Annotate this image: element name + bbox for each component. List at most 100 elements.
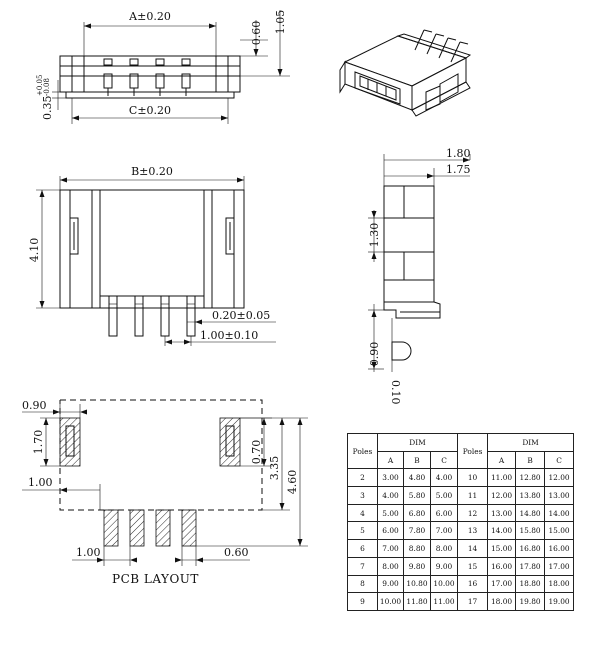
- table-header-row: Poles DIM Poles DIM: [347, 432, 575, 470]
- side-view: 1.80 1.75 1.30 0.90 0.10: [368, 147, 471, 405]
- col-a-header-2: A: [487, 450, 517, 470]
- table-cell: 8.00: [377, 556, 404, 576]
- table-cell: 7.80: [403, 521, 431, 541]
- table-cell: 10.00: [377, 592, 404, 611]
- table-cell: 6: [347, 539, 378, 558]
- table-cell: 10: [457, 468, 489, 488]
- table-cell: 12.80: [515, 468, 546, 488]
- pcb-dim-170-label: 1.70: [32, 430, 45, 455]
- dim-header-2: DIM: [487, 433, 575, 452]
- tol-plus-label: +0.05: [36, 75, 44, 96]
- table-cell: 16.80: [515, 539, 546, 558]
- dim-c-label: C±0.20: [129, 104, 171, 117]
- table-cell: 11.80: [403, 592, 431, 611]
- table-cell: 3.00: [377, 468, 404, 488]
- table-cell: 4.80: [403, 468, 431, 488]
- table-cell: 5.00: [377, 503, 404, 523]
- table-cell: 16.00: [487, 556, 517, 576]
- isometric-view: [339, 29, 472, 117]
- table-cell: 7: [347, 556, 378, 576]
- table-cell: 18.00: [544, 574, 575, 594]
- table-cell: 6.00: [377, 521, 404, 541]
- table-cell: 16: [457, 574, 489, 594]
- table-cell: 4.00: [377, 486, 404, 505]
- table-cell: 18.80: [515, 574, 546, 594]
- pcb-dim-090-label: 0.90: [22, 399, 47, 412]
- col-a-header: A: [377, 450, 404, 470]
- table-cell: 10.80: [403, 574, 431, 594]
- table-cell: 12.00: [487, 486, 517, 505]
- table-cell: 17.00: [487, 574, 517, 594]
- col-c-header: C: [429, 450, 459, 470]
- table-cell: 14.80: [515, 503, 546, 523]
- pcb-dim-460-label: 4.60: [286, 470, 299, 495]
- pcb-dim-335-label: 3.35: [268, 456, 281, 481]
- front-pins: [108, 295, 196, 337]
- table-cell: 13.00: [487, 503, 517, 523]
- table-cell: 8.00: [429, 539, 459, 558]
- table-cell: 7.00: [429, 521, 459, 541]
- table-cell: 9.00: [429, 556, 459, 576]
- table-cell: 11.00: [487, 468, 517, 488]
- pcb-layout: 0.90 1.70 1.00 1.00 0.60 0.70 3.35: [22, 399, 308, 566]
- table-cell: 15.00: [487, 539, 517, 558]
- poles-header-2: Poles: [457, 432, 489, 470]
- poles-header: Poles: [347, 432, 378, 470]
- dim-410-label: 4.10: [28, 238, 41, 263]
- table-cell: 3: [347, 486, 378, 505]
- pcb-layout-title: PCB LAYOUT: [112, 572, 199, 586]
- pcb-dim-060-label: 0.60: [224, 546, 249, 559]
- table-cell: 11.00: [429, 592, 459, 611]
- table-cell: 18.00: [487, 592, 517, 611]
- front-view: B±0.20 4.10: [28, 165, 276, 346]
- table-cell: 6.80: [403, 503, 431, 523]
- dim-180-label: 1.80: [446, 147, 471, 160]
- table-cell: 17.80: [515, 556, 546, 576]
- table-cell: 15: [457, 556, 489, 576]
- table-cell: 9: [347, 592, 378, 611]
- table-cell: 12.00: [544, 468, 575, 488]
- table-cell: 6.00: [429, 503, 459, 523]
- table-cell: 12: [457, 503, 489, 523]
- table-cell: 5.00: [429, 486, 459, 505]
- tol-minus-label: -0.08: [43, 78, 51, 96]
- dim-060-label: 0.60: [250, 21, 263, 46]
- table-cell: 10.00: [429, 574, 459, 594]
- table-cell: 14: [457, 539, 489, 558]
- table-cell: 5: [347, 521, 378, 541]
- dim-105-label: 1.05: [274, 10, 287, 35]
- pcb-dim-100-bottom-label: 1.00: [76, 546, 101, 559]
- col-b-header-2: B: [515, 450, 546, 470]
- table-cell: 14.00: [487, 521, 517, 541]
- table-cell: 14.00: [544, 503, 575, 523]
- tol-main-label: 0.35: [41, 96, 54, 121]
- table-cell: 9.80: [403, 556, 431, 576]
- table-cell: 4.00: [429, 468, 459, 488]
- dim-090-label: 0.90: [368, 342, 381, 367]
- pcb-dim-100-left-label: 1.00: [28, 476, 53, 489]
- table-cell: 17: [457, 592, 489, 611]
- dim-175-label: 1.75: [446, 163, 471, 176]
- table-cell: 19.00: [544, 592, 575, 611]
- dim-b-label: B±0.20: [131, 165, 173, 178]
- dim-header: DIM: [376, 433, 459, 452]
- table-cell: 13.00: [544, 486, 575, 505]
- table-cell: 19.80: [515, 592, 546, 611]
- table-cell: 8.80: [403, 539, 431, 558]
- table-subheader-row: A B C A B C: [348, 450, 575, 470]
- col-b-header: B: [403, 450, 431, 470]
- dim-pin-width-label: 0.20±0.05: [212, 309, 270, 322]
- dim-010-label: 0.10: [389, 380, 402, 405]
- col-c-header-2: C: [544, 450, 575, 470]
- top-view: A±0.20 0.60 1.05: [36, 10, 290, 124]
